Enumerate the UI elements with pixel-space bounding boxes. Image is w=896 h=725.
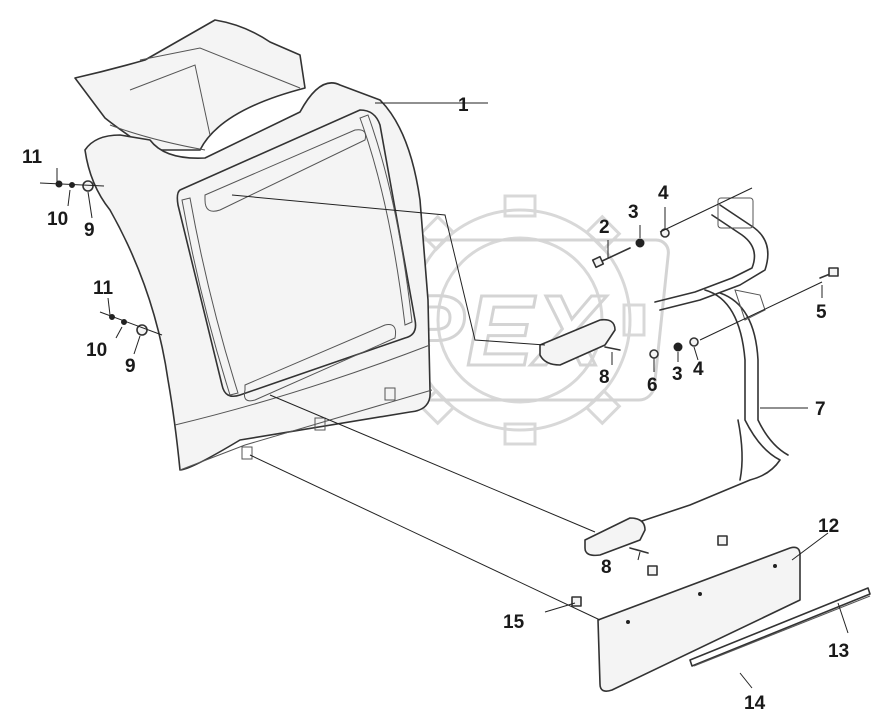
callout-9: 9 <box>125 356 136 377</box>
callout-7: 7 <box>815 399 826 420</box>
callout-10: 10 <box>47 209 68 230</box>
callout-11: 11 <box>22 147 43 168</box>
callout-2: 2 <box>599 217 610 238</box>
callout-8: 8 <box>599 367 610 388</box>
callout-3: 3 <box>628 202 639 223</box>
callout-13: 13 <box>828 641 849 662</box>
callout-1: 1 <box>458 95 469 116</box>
front-panel-assembly <box>74 19 433 471</box>
callout-9: 9 <box>84 220 95 241</box>
lower-rail <box>244 324 396 402</box>
callout-4: 4 <box>658 183 669 204</box>
callout-14: 14 <box>744 693 766 714</box>
tubular-bracket <box>539 197 789 557</box>
callout-3: 3 <box>672 364 683 385</box>
callout-labels: 1 2 3 4 5 3 4 6 7 8 8 9 10 11 9 10 11 12… <box>22 95 849 714</box>
callout-8: 8 <box>601 557 612 578</box>
callout-4: 4 <box>693 359 704 380</box>
mud-flap-plate <box>597 546 801 692</box>
callout-5: 5 <box>816 302 827 323</box>
leader-lines <box>39 102 849 689</box>
callout-6: 6 <box>647 375 658 396</box>
callout-11: 11 <box>93 278 114 299</box>
callout-15: 15 <box>503 612 525 633</box>
callout-10: 10 <box>86 340 107 361</box>
rubber-strip <box>689 587 871 667</box>
upper-rail <box>204 129 366 212</box>
callout-12: 12 <box>818 516 839 537</box>
